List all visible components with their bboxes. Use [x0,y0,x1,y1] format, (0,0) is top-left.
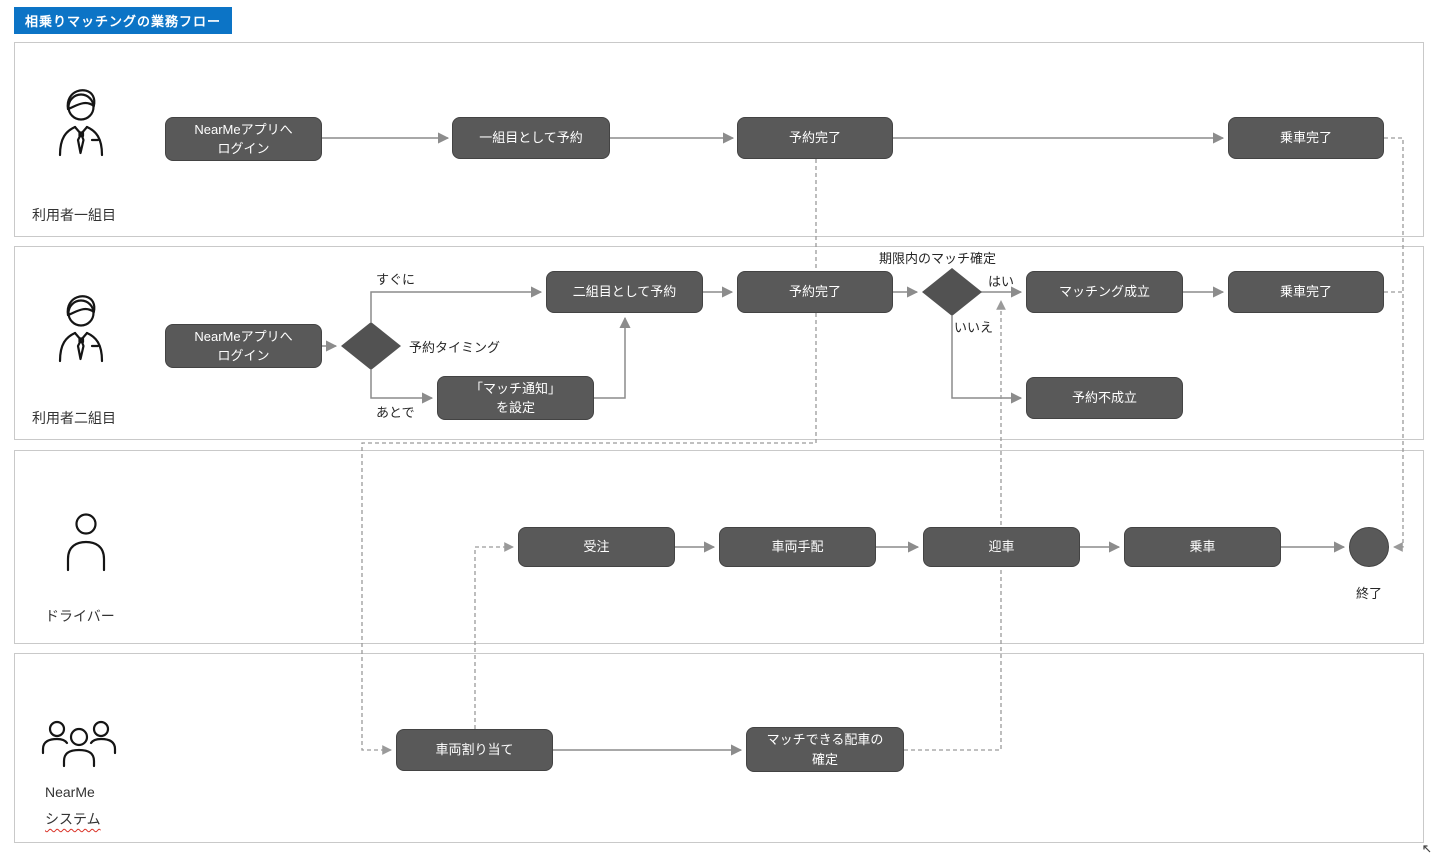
node-drv-board: 乗車 [1124,527,1281,567]
business-person-icon [52,82,110,165]
node-u1-reserved: 予約完了 [737,117,893,159]
lane-label-user2: 利用者二組目 [32,410,116,426]
node-u1-ride-done: 乗車完了 [1228,117,1384,159]
lane-label-system-line2: システム [45,811,101,827]
node-u2-notify: 「マッチ通知」 を設定 [437,376,594,420]
edge-timing-immediately [370,286,543,322]
label-no: いいえ [954,320,994,335]
dashed-u1reserved-to-assign [361,159,817,755]
person-icon [62,512,110,579]
label-yes: はい [988,274,1015,289]
label-timing: 予約タイミング [409,340,501,355]
node-u2-reserved: 予約完了 [737,271,893,313]
node-drv-pickup: 迎車 [923,527,1080,567]
lane-label-user1: 利用者一組目 [32,207,116,223]
node-u2-not-matched: 予約不成立 [1026,377,1183,419]
cursor-artifact-icon [1421,840,1431,854]
node-u2-login: NearMeアプリへ ログイン [165,324,322,368]
edge-notify-to-reserve [594,316,631,399]
label-deadline: 期限内のマッチ確定 [879,251,997,266]
dashed-u1ride-to-end [1384,137,1404,552]
lane-label-system-line1: NearMe [45,784,95,800]
edge-timing-later [370,370,434,404]
dashed-assign-to-order [474,542,514,729]
page-title: 相乗りマッチングの業務フロー [14,7,233,34]
lane-system [14,653,1424,843]
node-u2-reserve: 二組目として予約 [546,271,703,313]
node-u1-login: NearMeアプリへ ログイン [165,117,322,161]
node-u1-reserve: 一組目として予約 [452,117,610,159]
edge-deadline-no [951,316,1023,404]
node-u2-ride-done: 乗車完了 [1228,271,1384,313]
people-group-icon [40,718,118,775]
node-sys-confirm: マッチできる配車の 確定 [746,727,904,772]
label-later: あとで [376,405,415,420]
end-terminator [1349,527,1389,567]
node-drv-order: 受注 [518,527,675,567]
node-drv-dispatch: 車両手配 [719,527,876,567]
lane-label-driver: ドライバー [45,608,115,624]
label-immediately: すぐに [376,272,416,287]
node-u2-matched: マッチング成立 [1026,271,1183,313]
node-sys-assign: 車両割り当て [396,729,553,771]
label-end: 終了 [1355,586,1382,601]
business-person-icon [52,288,110,371]
